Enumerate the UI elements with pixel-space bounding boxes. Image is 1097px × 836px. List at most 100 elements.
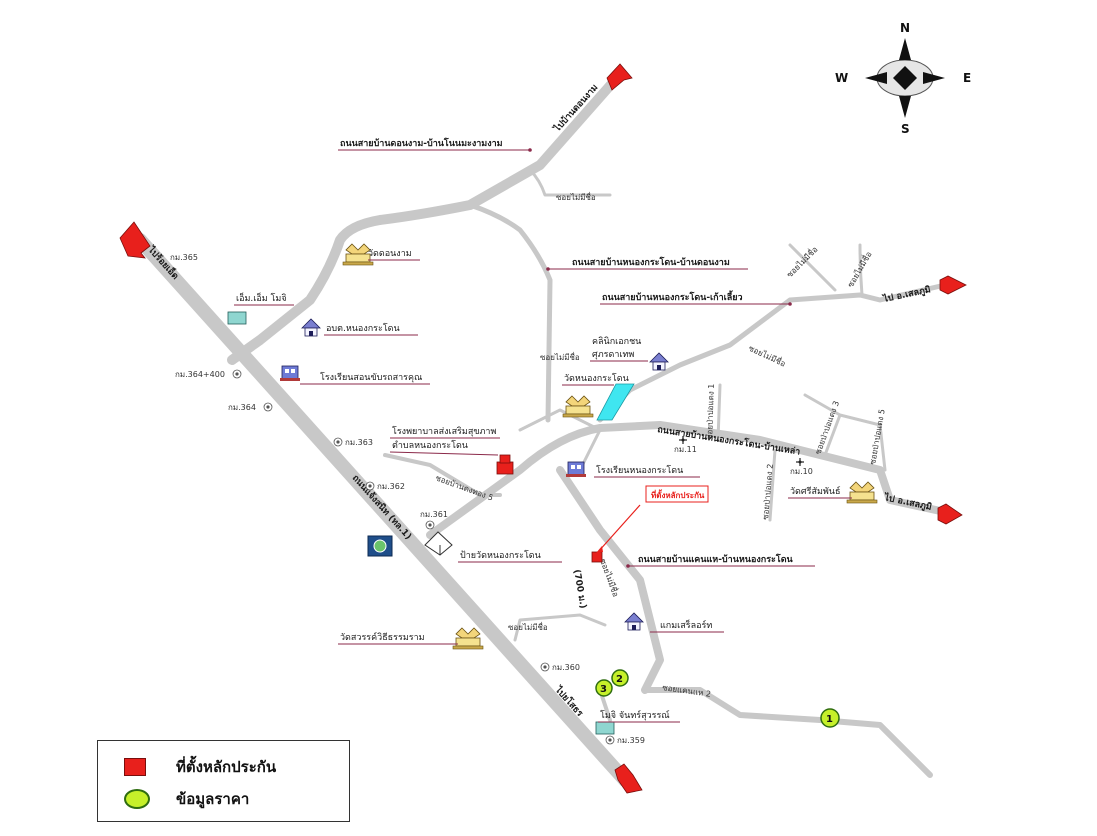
- legend-row-price: ข้อมูลราคา: [124, 787, 249, 811]
- collateral-marker-group: ที่ตั้งหลักประกัน: [591, 485, 709, 563]
- km-362: กม.362: [377, 482, 405, 491]
- place-wat-nong-kradon: วัดหนองกระโดน: [564, 373, 629, 384]
- place-health-hospital-sub: ตำบลหนองกระโดน: [392, 440, 468, 451]
- road-label-nong-kradon-don-ngam: ถนนสายบ้านหนองกระโดน-บ้านดอนงาม: [572, 256, 730, 268]
- sign-icon: [424, 531, 453, 556]
- soi-label-top: ซอยไม่มีชื่อ: [556, 191, 596, 202]
- soi-label-pa-po-daeng-1: ซอยป่าปอแดง 1: [705, 384, 716, 441]
- km-markers: กม.365 กม.364+400 กม.364 กม.363 กม.362 ก…: [170, 253, 813, 745]
- distance-label: (700 ม.): [571, 569, 588, 610]
- places: วัดดอนงาม เอ็ม.เอ็ม โมจิ อบต.หนองกระโดน …: [227, 243, 878, 735]
- soi-pa-po-daeng-2: [768, 448, 777, 522]
- temple-icon: [452, 627, 484, 650]
- house-icon: [649, 352, 669, 371]
- hospital-icon: [496, 454, 514, 475]
- km-11: กม.11: [674, 445, 697, 454]
- school-icon: [565, 461, 587, 478]
- place-clinic-name: ศุภรดาเทพ: [592, 350, 634, 360]
- road-east-lower-label: ไป อ.เสลภูมิ: [882, 491, 933, 513]
- arrow-highway-north: [119, 221, 151, 259]
- moji-chansuwan-icon: [595, 721, 615, 735]
- road-label-don-ngam: ถนนสายบ้านดอนงาม-บ้านโนนมะงามงาม: [340, 137, 503, 149]
- soi-label-kaen-hae-2: ซอยแคนแห 2: [662, 683, 712, 699]
- km-361: กม.361: [420, 510, 448, 519]
- road-east-upper-label: ไป อ.เสลภูมิ: [881, 283, 932, 305]
- road-kaen-hae: [556, 466, 664, 694]
- road-label-kaen-hae: ถนนสายบ้านแคนแห-บ้านหนองกระโดน: [638, 553, 794, 565]
- price-point-1: 1: [826, 714, 833, 725]
- place-wat-sri-samphan: วัดศรีสัมพันธ์: [790, 485, 840, 497]
- price-point-2: 2: [616, 674, 623, 685]
- bank-logo-icon: [367, 535, 393, 557]
- km-359: กม.359: [617, 736, 645, 745]
- arrow-north: [606, 63, 633, 91]
- temple-icon: [846, 481, 878, 504]
- legend-price-label: ข้อมูลราคา: [176, 790, 250, 808]
- legend-green-circle-icon: [124, 789, 150, 809]
- road-don-ngam: [227, 75, 620, 365]
- compass-w-label: W: [835, 71, 848, 85]
- km-364: กม.364: [228, 403, 256, 412]
- road-south-east: [642, 687, 933, 778]
- road-nong-kradon-east: [426, 421, 949, 539]
- place-wat-don-ngam: วัดดอนงาม: [368, 249, 412, 259]
- arrow-highway-south: [614, 763, 643, 794]
- place-clinic: คลินิกเอกชน: [592, 336, 641, 347]
- road-nong-kradon-kao-liao: [597, 282, 948, 423]
- soi-label-south: ซอยไม่มีชื่อ: [508, 621, 548, 632]
- soi-pa-po-daeng-5: [838, 413, 887, 472]
- soi-label-bottom: ซอยไม่มีชื่อ: [540, 351, 580, 362]
- school-icon: [279, 365, 301, 382]
- collateral-field: [596, 383, 635, 421]
- place-health-hospital: โรงพยาบาลส่งเสริมสุขภาพ: [392, 426, 496, 437]
- place-driving-school: โรงเรียนสอนขับรถสารคุณ: [320, 372, 422, 383]
- compass-rose: N S W E: [835, 21, 971, 136]
- soi-label-mid: ซอยไม่มีชื่อ: [747, 342, 788, 369]
- km-10: กม.10: [790, 467, 813, 476]
- road-network: [133, 75, 949, 787]
- house-icon: [301, 318, 321, 337]
- km-360: กม.360: [552, 663, 580, 672]
- place-wat-sawan: วัดสวรรค์วิธีธรรมราม: [340, 631, 425, 643]
- place-obt-nong-kradon: อบต.หนองกระโดน: [326, 323, 400, 334]
- soi-label-ban-dong-thong: ซอยบ้านดงทอง 5: [434, 473, 494, 502]
- map-legend: ที่ตั้งหลักประกัน ข้อมูลราคา: [97, 740, 350, 822]
- arrow-east-lower: [937, 503, 963, 525]
- place-school-nong-kradon: โรงเรียนหนองกระโดน: [596, 465, 683, 476]
- soi-ne-b: [858, 243, 864, 297]
- house-icon: [624, 612, 644, 631]
- km-363: กม.363: [345, 438, 373, 447]
- place-wat-sign: ป้ายวัดหนองกระโดน: [460, 550, 541, 561]
- place-kaem-resort: แกมเสร็ลอร์ท: [660, 618, 712, 631]
- compass-n-label: N: [900, 21, 910, 35]
- soi-label-kaen-hae-vertical: ซอยไม่มีชื่อ: [598, 557, 622, 598]
- road-label-nong-kradon-kao-liao: ถนนสายบ้านหนองกระโดน-เก้าเลี้ยว: [602, 290, 743, 303]
- km-365: กม.365: [170, 253, 198, 262]
- compass-e-label: E: [963, 71, 971, 85]
- place-mm-moji: เอ็ม.เอ็ม โมจิ: [236, 291, 287, 304]
- price-point-3: 3: [600, 684, 607, 695]
- legend-collateral-label: ที่ตั้งหลักประกัน: [176, 758, 277, 776]
- highway-road: [133, 233, 632, 787]
- mm-moji-icon: [227, 311, 247, 325]
- compass-s-label: S: [901, 122, 910, 136]
- direction-arrows: [119, 63, 967, 794]
- soi-pa-po-daeng-1: [716, 383, 722, 442]
- temple-icon: [562, 395, 594, 418]
- km-364-400: กม.364+400: [175, 370, 225, 379]
- collateral-callout-label: ที่ตั้งหลักประกัน: [651, 489, 705, 500]
- soi-wat-nong-kradon: [518, 408, 602, 472]
- price-points: 1 2 3: [595, 669, 840, 728]
- soi-label-ne-a: ซอยไม่มีชื่อ: [784, 243, 820, 279]
- collateral-marker: [591, 551, 603, 563]
- soi-ne-a: [788, 243, 837, 292]
- road-branch-north: [467, 202, 553, 423]
- soi-ban-dong-thong-5: [383, 453, 502, 497]
- arrow-east-upper: [939, 275, 967, 295]
- legend-row-collateral: ที่ตั้งหลักประกัน: [124, 755, 276, 779]
- road-south-to-highway: [513, 613, 607, 642]
- road-branch-soi-top: [528, 168, 612, 197]
- place-moji-chansuwan: โมจิ จันทร์สุวรรณ์: [600, 709, 670, 721]
- legend-red-square-icon: [124, 758, 146, 776]
